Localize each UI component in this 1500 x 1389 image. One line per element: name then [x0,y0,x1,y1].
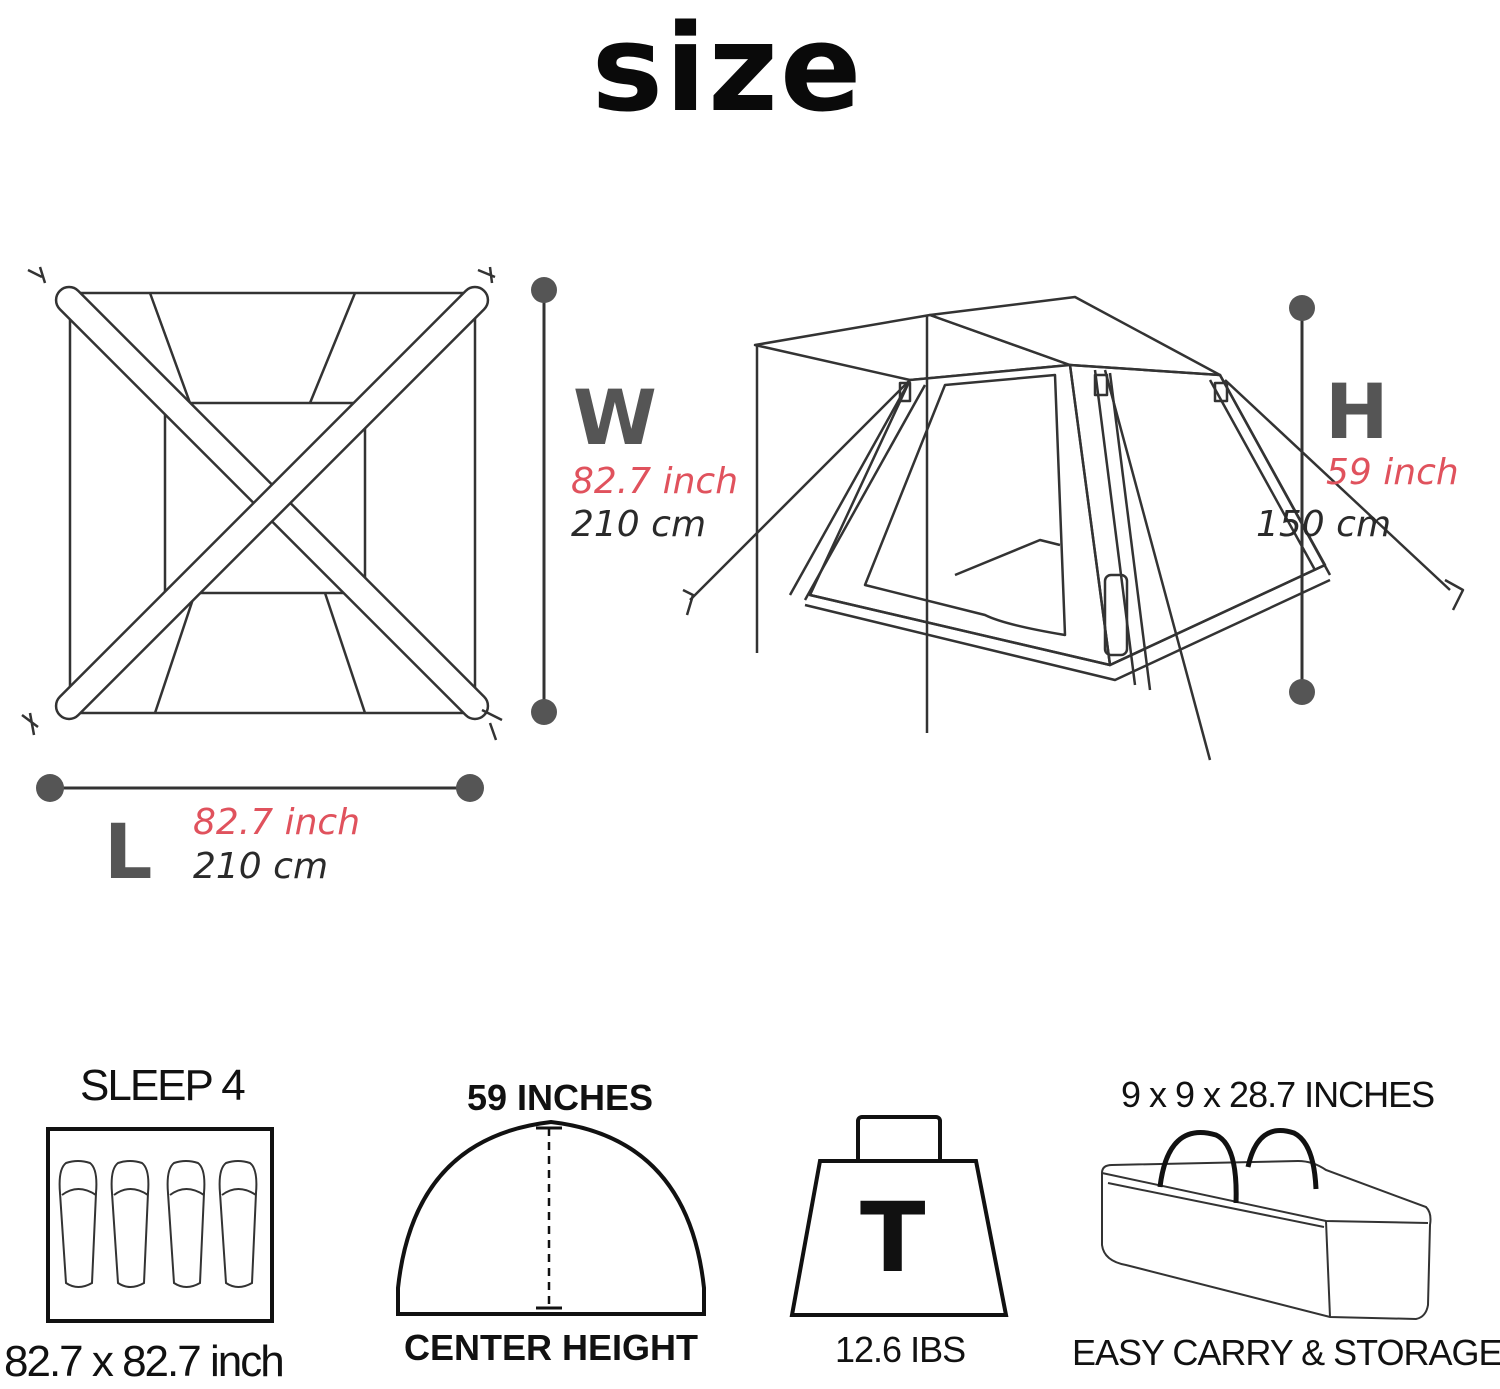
tent-top-view-diagram [21,266,503,741]
weight-icon-letter: T [860,1182,926,1294]
height-inch: 59 inch [1326,452,1459,493]
length-cm: 210 cm [193,846,329,887]
sleep-caption: 82.7 x 82.7 inch [4,1337,285,1386]
height-cm: 150 cm [1256,504,1392,545]
width-cm: 210 cm [571,504,707,545]
width-dimension-line [531,277,557,725]
width-inch: 82.7 inch [571,461,739,502]
height-letter: H [1325,367,1389,456]
center-height-heading: 59 INCHES [467,1077,654,1118]
width-letter: W [573,373,657,462]
sleeping-bags-icon [46,1127,274,1323]
dome-height-icon [396,1119,706,1316]
length-dimension-line [36,774,484,802]
page-title: size [591,0,864,139]
length-inch: 82.7 inch [193,802,361,843]
tent-side-view-diagram [682,295,1465,761]
center-height-caption: CENTER HEIGHT [404,1327,699,1368]
height-dimension-line [1289,295,1315,705]
weight-icon [789,1115,1009,1317]
carry-bag-icon [1101,1128,1432,1321]
carry-caption: EASY CARRY & STORAGE [1072,1332,1500,1373]
carry-heading: 9 x 9 x 28.7 INCHES [1121,1074,1435,1115]
sleep-heading: SLEEP 4 [80,1061,246,1110]
weight-caption: 12.6 IBS [835,1329,966,1370]
length-letter: L [104,807,153,896]
